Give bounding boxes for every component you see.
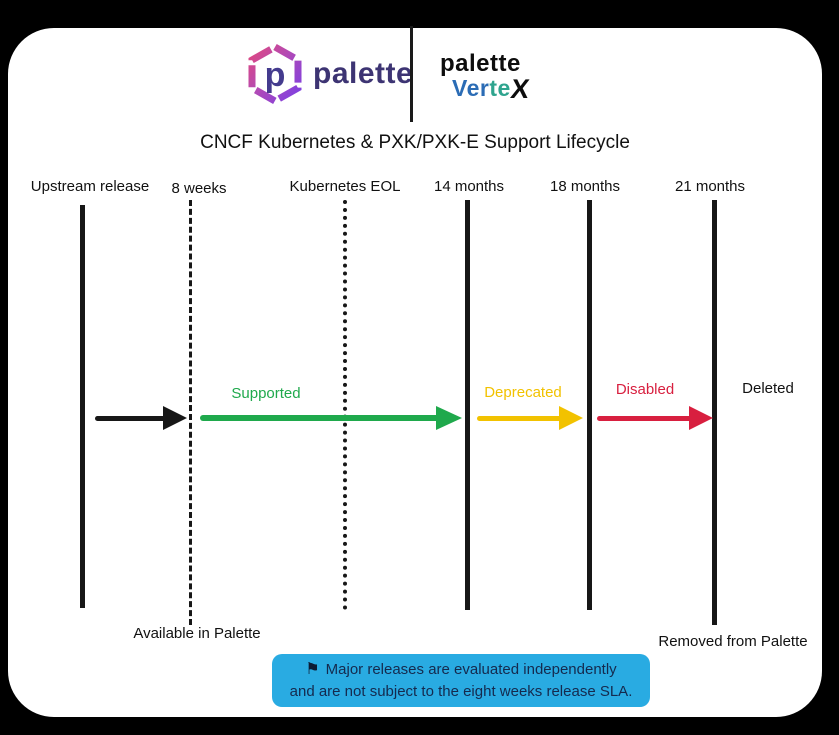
phase-label-supported: Supported — [231, 385, 301, 402]
phase-label-disabled: Disabled — [615, 381, 675, 398]
milestone-label-kubernetes-eol: Kubernetes EOL — [289, 178, 401, 195]
milestone-label-18-months: 18 months — [549, 178, 621, 195]
disabled-arrow-head — [689, 406, 713, 430]
svg-text:p: p — [265, 56, 286, 94]
milestone-label-upstream-release: Upstream release — [30, 178, 150, 195]
callout-line2: and are not subject to the eight weeks r… — [289, 683, 633, 701]
release-arrow-shaft — [95, 416, 167, 421]
flag-icon: ⚑ — [305, 660, 320, 678]
callout-line1: ⚑Major releases are evaluated independen… — [305, 660, 617, 678]
supported-arrow-shaft — [200, 415, 440, 421]
palette-hexagon-icon: p — [248, 42, 302, 106]
supported-arrow-head — [436, 406, 462, 430]
vertex-logo-line1: palette — [440, 50, 521, 77]
palette-wordmark: palette — [313, 57, 414, 90]
milestone-line-kubernetes-eol — [343, 200, 347, 610]
milestone-line-18-months — [587, 200, 592, 610]
major-release-callout: ⚑Major releases are evaluated independen… — [272, 654, 650, 707]
page-title: CNCF Kubernetes & PXK/PXK-E Support Life… — [200, 132, 630, 153]
disabled-arrow-shaft — [597, 416, 693, 421]
removed-from-palette-label: Removed from Palette — [658, 633, 808, 650]
palette-vertex-logo: palette VerteX — [440, 50, 532, 105]
release-arrow-head — [163, 406, 187, 430]
end-state-label-deleted: Deleted — [742, 380, 794, 397]
milestone-line-21-months — [712, 200, 717, 625]
diagram-card — [8, 28, 822, 717]
deprecated-arrow-head — [559, 406, 583, 430]
deprecated-arrow-shaft — [477, 416, 563, 421]
vertex-logo-line2: VerteX — [452, 74, 532, 104]
milestone-line-8-weeks — [189, 200, 192, 625]
phase-label-deprecated: Deprecated — [484, 384, 562, 401]
milestone-label-14-months: 14 months — [433, 178, 505, 195]
available-in-palette-label: Available in Palette — [133, 625, 261, 642]
milestone-line-14-months — [465, 200, 470, 610]
milestone-label-21-months: 21 months — [674, 178, 746, 195]
logo-divider — [410, 26, 413, 122]
milestone-label-8-weeks: 8 weeks — [171, 180, 227, 197]
milestone-line-upstream-release — [80, 205, 85, 608]
